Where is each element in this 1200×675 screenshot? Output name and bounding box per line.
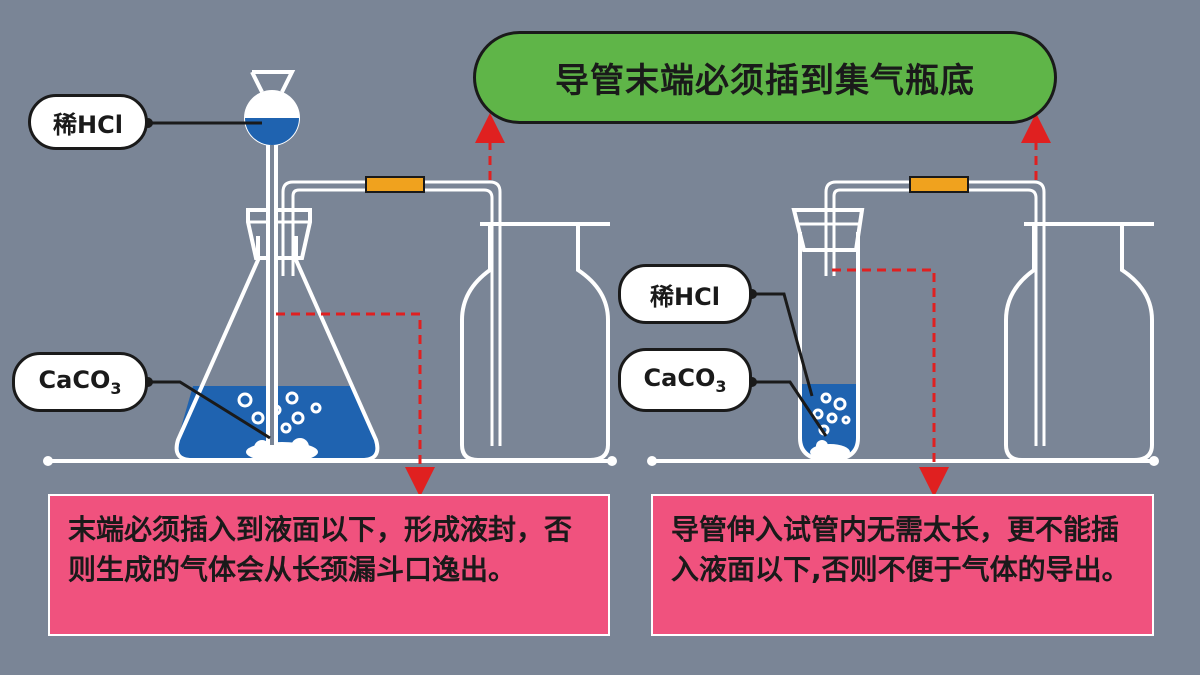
left-label-caco3-text: CaCO3: [38, 366, 122, 398]
rubber-connector-icon: [365, 176, 425, 193]
right-gas-bubbles: [812, 392, 851, 436]
test-tube-icon: [798, 232, 860, 463]
left-note-box: 末端必须插入到液面以下，形成液封，否则生成的气体会从长颈漏斗口逸出。: [48, 494, 610, 636]
left-caco3-solid: [246, 438, 318, 462]
left-label-hcl: 稀HCl: [28, 94, 148, 150]
right-label-caco3-text: CaCO3: [643, 364, 727, 396]
right-label-hcl: 稀HCl: [618, 264, 752, 324]
left-note-text: 末端必须插入到液面以下，形成液封，否则生成的气体会从长颈漏斗口逸出。: [68, 513, 573, 586]
right-guide-arrows: [832, 113, 1051, 497]
right-caco3-solid: [810, 440, 850, 460]
left-guide-arrows: [276, 113, 505, 497]
right-label-hcl-text: 稀HCl: [650, 282, 720, 311]
thistle-funnel-icon: [244, 70, 300, 445]
gas-jar-icon: [460, 222, 610, 462]
right-rubber-connector-icon: [909, 176, 969, 193]
title-text: 导管末端必须插到集气瓶底: [555, 61, 975, 101]
right-label-caco3: CaCO3: [618, 348, 752, 412]
right-gas-jar-icon: [1004, 222, 1154, 462]
right-rubber-stopper-icon: [791, 208, 865, 252]
left-label-hcl-text: 稀HCl: [53, 110, 123, 139]
title-banner: 导管末端必须插到集气瓶底: [473, 31, 1057, 124]
right-note-text: 导管伸入试管内无需太长，更不能插入液面以下,否则不便于气体的导出。: [671, 513, 1130, 586]
left-label-caco3: CaCO3: [12, 352, 148, 412]
right-note-box: 导管伸入试管内无需太长，更不能插入液面以下,否则不便于气体的导出。: [651, 494, 1154, 636]
